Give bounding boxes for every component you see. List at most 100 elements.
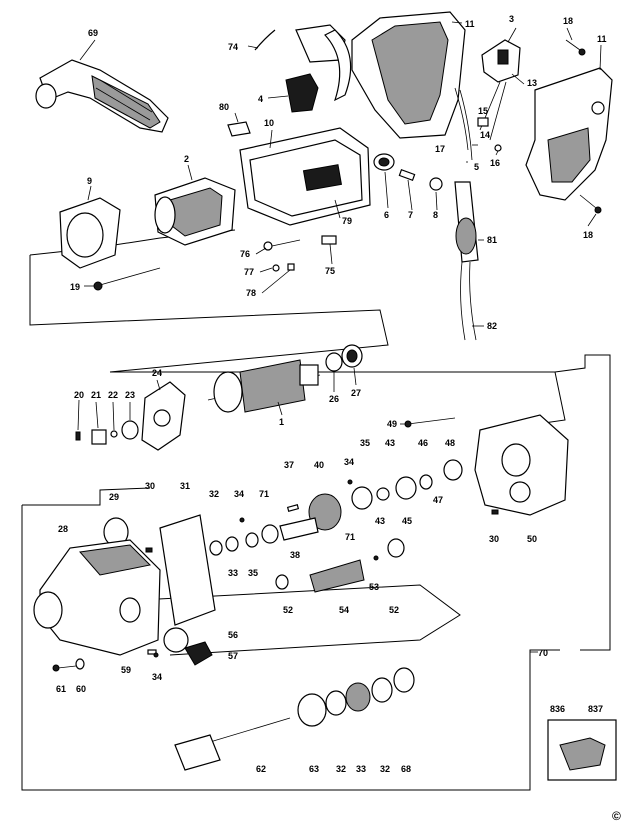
label-10: 10 [264, 118, 274, 128]
label-45: 45 [402, 516, 412, 526]
label-22: 22 [108, 390, 118, 400]
label-9: 9 [87, 176, 92, 186]
label-30: 30 [145, 481, 155, 491]
label-34: 34 [152, 672, 162, 682]
leader-lines [77, 21, 602, 431]
dowel-pin [491, 509, 499, 515]
inset-accessory-box [547, 719, 617, 781]
label-13: 13 [527, 78, 537, 88]
label-68: 68 [401, 764, 411, 774]
label-837: 837 [588, 704, 603, 714]
fan-baffle [59, 197, 121, 269]
label-81: 81 [487, 235, 497, 245]
label-43: 43 [385, 438, 395, 448]
label-1: 1 [279, 417, 284, 427]
label-52: 52 [283, 605, 293, 615]
label-29: 29 [109, 492, 119, 502]
label-11: 11 [597, 34, 607, 44]
label-26: 26 [329, 394, 339, 404]
label-8: 8 [433, 210, 438, 220]
label-75: 75 [325, 266, 335, 276]
label-43: 43 [375, 516, 385, 526]
label-6: 6 [384, 210, 389, 220]
label-79: 79 [342, 216, 352, 226]
bearing-plate [141, 381, 186, 451]
spindle-pinion-parts [309, 538, 405, 593]
label-69: 69 [88, 28, 98, 38]
label-71: 71 [345, 532, 355, 542]
copyright-mark: © [612, 809, 621, 823]
label-33: 33 [228, 568, 238, 578]
brush-holder-parts [254, 24, 352, 113]
label-62: 62 [256, 764, 266, 774]
armature [207, 359, 321, 413]
mode-selector-parts [52, 627, 213, 672]
power-cord [454, 181, 479, 341]
label-78: 78 [246, 288, 256, 298]
label-48: 48 [445, 438, 455, 448]
label-38: 38 [290, 550, 300, 560]
label-57: 57 [228, 651, 238, 661]
switch-small-parts [454, 87, 502, 161]
label-35: 35 [248, 568, 258, 578]
label-50: 50 [527, 534, 537, 544]
part-labels: 69 74 4 80 10 11 3 13 18 11 15 14 17 16 … [56, 14, 621, 823]
handle-housing-right [525, 67, 613, 201]
label-71: 71 [259, 489, 269, 499]
label-34: 34 [234, 489, 244, 499]
label-61: 61 [56, 684, 66, 694]
label-21: 21 [91, 390, 101, 400]
side-handle [35, 59, 169, 133]
brush-caps [373, 153, 443, 191]
label-32: 32 [336, 764, 346, 774]
label-18: 18 [563, 16, 573, 26]
label-24: 24 [152, 368, 162, 378]
label-37: 37 [284, 460, 294, 470]
label-15: 15 [478, 106, 488, 116]
label-77: 77 [244, 267, 254, 277]
label-11: 11 [465, 19, 475, 29]
label-32: 32 [380, 764, 390, 774]
label-18: 18 [583, 230, 593, 240]
label-53: 53 [369, 582, 379, 592]
label-836: 836 [550, 704, 565, 714]
label-46: 46 [418, 438, 428, 448]
label-2: 2 [184, 154, 189, 164]
intermediate-shaft-parts [209, 517, 319, 590]
cable-clip-parts [263, 235, 337, 272]
long-screw [93, 267, 161, 291]
label-27: 27 [351, 388, 361, 398]
label-40: 40 [314, 460, 324, 470]
label-49: 49 [387, 419, 397, 429]
motor-housing [239, 127, 371, 226]
label-5: 5 [474, 162, 479, 172]
label-82: 82 [487, 321, 497, 331]
label-20: 20 [74, 390, 84, 400]
label-23: 23 [125, 390, 135, 400]
label-33: 33 [356, 764, 366, 774]
spindle-assembly [174, 667, 415, 771]
label-32: 32 [209, 489, 219, 499]
label-plate [227, 121, 251, 137]
gear-case [33, 539, 161, 656]
label-17: 17 [435, 144, 445, 154]
label-76: 76 [240, 249, 250, 259]
field-coil [154, 177, 236, 246]
gear-housing-cover [474, 414, 569, 516]
label-54: 54 [339, 605, 349, 615]
label-14: 14 [480, 130, 490, 140]
screws [565, 39, 602, 214]
handle-housing-left [351, 11, 466, 139]
label-63: 63 [309, 764, 319, 774]
label-47: 47 [433, 495, 443, 505]
gear-train-upper [286, 417, 463, 531]
label-80: 80 [219, 102, 229, 112]
label-56: 56 [228, 630, 238, 640]
label-70: 70 [538, 648, 548, 658]
label-35: 35 [360, 438, 370, 448]
label-16: 16 [490, 158, 500, 168]
label-34: 34 [344, 457, 354, 467]
label-31: 31 [180, 481, 190, 491]
label-3: 3 [509, 14, 514, 24]
